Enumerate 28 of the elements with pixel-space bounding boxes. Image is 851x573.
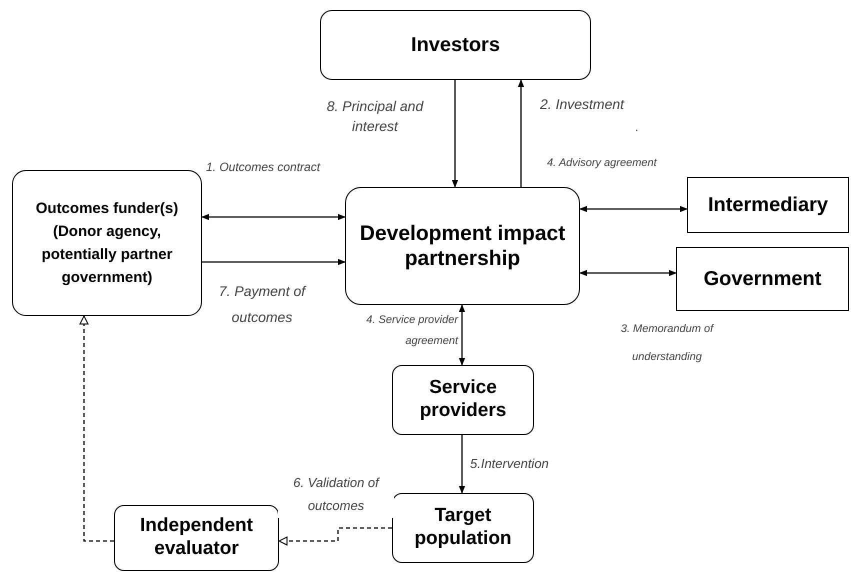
node-title: Service providers bbox=[418, 377, 508, 423]
arrow bbox=[579, 270, 677, 276]
note-text: . bbox=[635, 120, 638, 134]
funder-box bbox=[12, 170, 202, 316]
investor-box bbox=[320, 10, 591, 80]
arrow bbox=[452, 80, 458, 188]
population-box bbox=[392, 493, 534, 563]
arrow bbox=[458, 304, 466, 366]
arrow bbox=[579, 206, 688, 212]
provider-box bbox=[392, 365, 534, 435]
government-box bbox=[676, 247, 849, 311]
partnership-box bbox=[345, 187, 580, 305]
evaluator-box bbox=[114, 505, 279, 571]
node-title: Outcomes funder(s) bbox=[36, 198, 178, 218]
node-title: Independent evaluator bbox=[139, 515, 254, 561]
arrow bbox=[278, 527, 392, 546]
node-subtitle: (Donor agency, potentially partner government) bbox=[40, 222, 174, 288]
node-title: Development impact partnership bbox=[358, 220, 566, 272]
node-title: Intermediary bbox=[708, 193, 828, 217]
arrow bbox=[458, 435, 466, 494]
arrow bbox=[518, 79, 524, 187]
arrow bbox=[201, 214, 346, 220]
arrow bbox=[80, 316, 114, 542]
node-title: Investors bbox=[411, 33, 500, 57]
arrow bbox=[202, 258, 346, 266]
intermediary-box bbox=[687, 177, 849, 233]
node-title: Target population bbox=[413, 505, 513, 551]
node-title: Government bbox=[704, 267, 822, 291]
